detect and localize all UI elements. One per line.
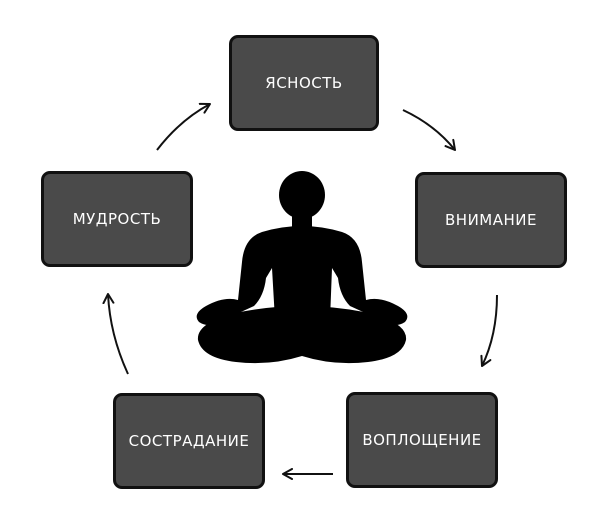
node-label: ЯСНОСТЬ	[265, 74, 343, 92]
node-label: СОСТРАДАНИЕ	[128, 432, 250, 450]
arrow-compassion-to-wisdom-icon	[102, 293, 129, 375]
node-compassion: СОСТРАДАНИЕ	[113, 393, 265, 489]
arrow-wisdom-to-clarity-icon	[156, 102, 211, 151]
node-label: ВОПЛОЩЕНИЕ	[362, 431, 482, 449]
arrow-clarity-to-attention-icon	[402, 109, 456, 151]
node-wisdom: МУДРОСТЬ	[41, 171, 193, 267]
node-attention: ВНИМАНИЕ	[415, 172, 567, 268]
node-label: МУДРОСТЬ	[72, 210, 162, 228]
arrow-attention-to-embodiment-icon	[480, 294, 498, 367]
node-embodiment: ВОПЛОЩЕНИЕ	[346, 392, 498, 488]
node-clarity: ЯСНОСТЬ	[229, 35, 379, 131]
node-label: ВНИМАНИЕ	[445, 211, 537, 229]
